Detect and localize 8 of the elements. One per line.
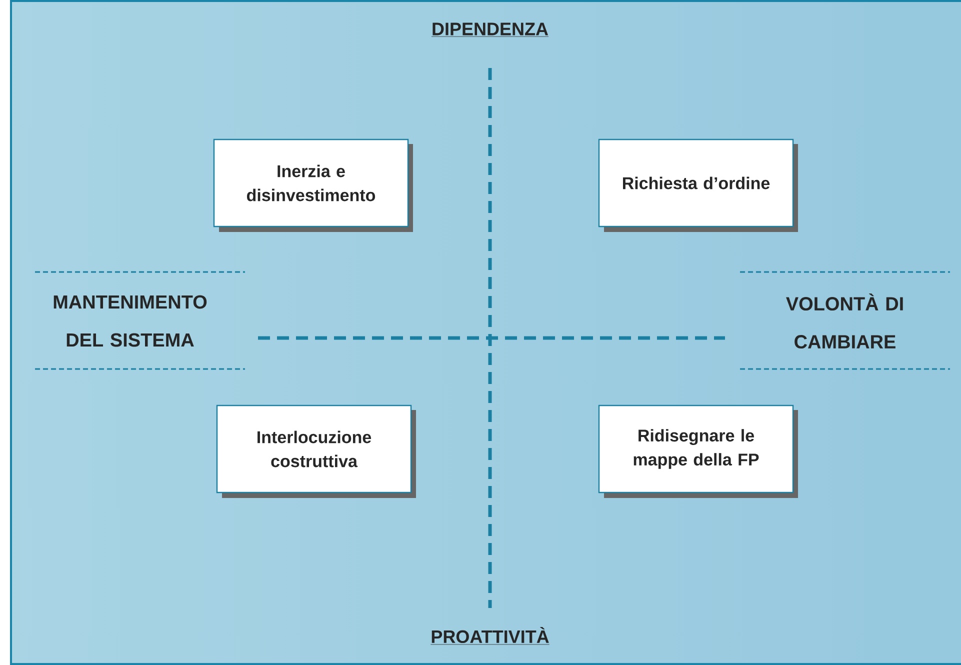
quadrant-box: Ridisegnare le mappe della FP <box>598 404 794 494</box>
axis-label: PROATTIVITÀ <box>430 626 550 645</box>
axis-label: VOLONTÀ DI CAMBIARE <box>786 294 903 348</box>
quadrant-box: Interlocuzione costruttiva <box>216 404 412 494</box>
quadrant-box: Inerzia e disinvestimento <box>213 138 409 228</box>
quadrant-box: Richiesta d’ordine <box>598 138 794 228</box>
axis-label: MANTENIMENTO DEL SISTEMA <box>54 295 207 347</box>
axis-label: DIPENDENZA <box>431 22 549 37</box>
